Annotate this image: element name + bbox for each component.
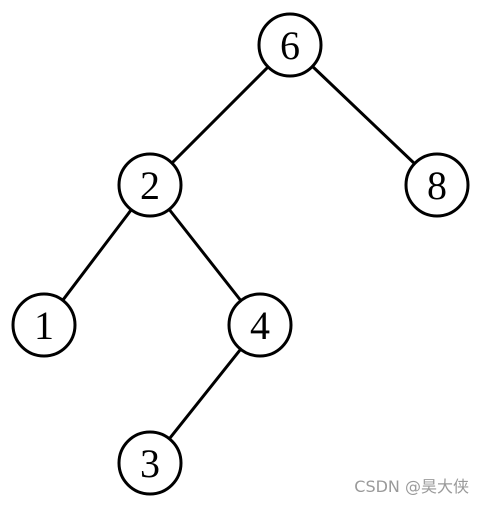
node-label-2: 2: [140, 163, 160, 208]
edge-6-2: [170, 65, 270, 165]
node-label-6: 6: [280, 23, 300, 68]
node-6: 6: [257, 12, 323, 78]
edge-2-4: [167, 207, 243, 303]
node-1: 1: [11, 292, 77, 358]
tree-edges: [61, 64, 417, 441]
watermark: CSDN @昊大侠: [354, 477, 469, 496]
node-label-1: 1: [34, 303, 54, 348]
node-circle-8: [404, 152, 470, 218]
edge-4-3: [167, 347, 243, 441]
node-label-8: 8: [427, 163, 447, 208]
node-circle-3: [117, 430, 183, 496]
node-label-3: 3: [140, 441, 160, 486]
node-8: 8: [404, 152, 470, 218]
node-4: 4: [227, 292, 293, 358]
node-label-4: 4: [250, 303, 270, 348]
node-circle-4: [227, 292, 293, 358]
node-2: 2: [117, 152, 183, 218]
node-circle-1: [11, 292, 77, 358]
node-circle-6: [257, 12, 323, 78]
edge-6-8: [310, 64, 417, 166]
node-3: 3: [117, 430, 183, 496]
edge-2-1: [61, 208, 133, 302]
node-circle-2: [117, 152, 183, 218]
